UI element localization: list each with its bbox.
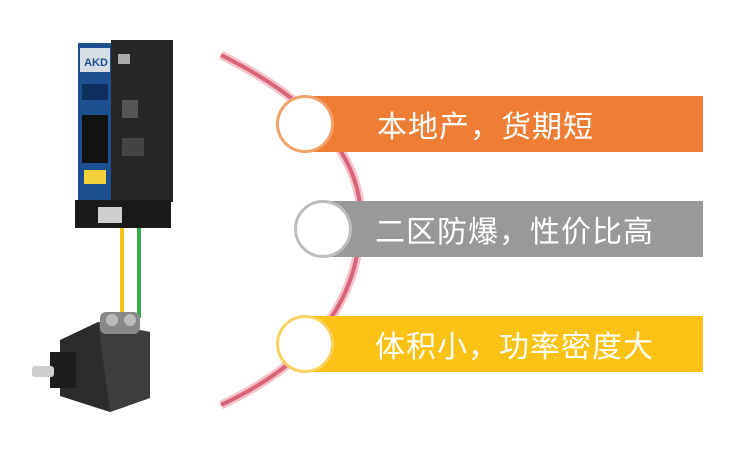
feature-label: 体积小，功率密度大 xyxy=(375,330,654,365)
drive-logo-text: AKD xyxy=(84,57,108,69)
feature-label: 本地产，货期短 xyxy=(377,110,594,145)
feature-label: 二区防爆，性价比高 xyxy=(375,215,654,250)
feature-banner-2: 二区防爆，性价比高 xyxy=(320,201,703,257)
servo-drive: AKD xyxy=(75,40,173,228)
feature-circle-3 xyxy=(276,315,334,373)
feature-banner-1: 本地产，货期短 xyxy=(305,96,703,152)
feature-circle-1 xyxy=(276,95,334,153)
feature-banner-3: 体积小，功率密度大 xyxy=(305,316,703,372)
servo-motor xyxy=(32,312,150,412)
feature-circle-2 xyxy=(294,200,352,258)
